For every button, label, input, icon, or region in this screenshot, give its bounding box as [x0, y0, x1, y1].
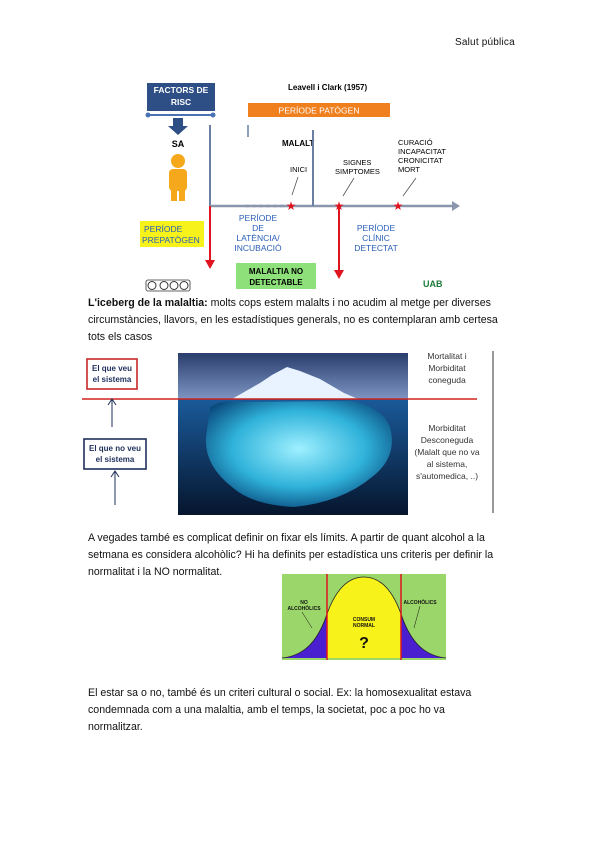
para3-line2: condemnada com a una malaltia, amb el te… — [88, 704, 445, 716]
no-alcoholics-1: NO — [300, 600, 308, 606]
not-detectable-box — [236, 263, 316, 289]
para1-line1: molts cops estem malalts i no acudim al … — [207, 297, 491, 309]
hidden-label-1: El que no veu — [89, 444, 141, 453]
outcome-1: CURACIÓ — [398, 138, 433, 147]
para2-line1: A vegades també es complicat definir on … — [88, 532, 485, 544]
iceberg-term: L'iceberg de la malaltia: — [88, 297, 208, 309]
iceberg-body — [205, 401, 392, 507]
iceberg-tip — [232, 367, 358, 399]
clinic-label-1: PERÍODE — [357, 223, 396, 233]
disease-history-diagram: FACTORS DE RISC SA Leavell i Clark (1957… — [140, 83, 460, 292]
outcome-3: CRONICITAT — [398, 156, 443, 165]
clinic-label-3: DETECTAT — [354, 243, 398, 253]
inici-label: INICI — [290, 165, 307, 174]
hidden-label-2: el sistema — [96, 455, 135, 464]
red-down-arrow-icon — [205, 260, 215, 269]
prepathogen-label-1: PERÍODE — [144, 224, 183, 234]
culture-paragraph: El estar sa o no, també és un criteri cu… — [88, 685, 528, 736]
star-icon: ★ — [286, 199, 297, 213]
up-arrow-icon — [107, 398, 117, 406]
down-arrow-icon — [168, 118, 188, 135]
hidden-box — [83, 438, 147, 470]
known-label-1: Mortalitat i — [427, 351, 466, 361]
clinic-label-2: CLÍNIC — [362, 233, 390, 243]
prepathogen-box — [140, 221, 204, 247]
star-icon: ★ — [393, 199, 404, 213]
para2-line2: setmana es considera alcohòlic? Hi ha de… — [88, 549, 494, 561]
signes-label-1: SIGNES — [343, 158, 371, 167]
latency-label-4: INCUBACIÓ — [234, 243, 282, 253]
latency-label-1: PERÍODE — [239, 213, 278, 223]
right-tail — [401, 614, 446, 658]
para3-line1: El estar sa o no, també és un criteri cu… — [88, 687, 472, 699]
not-detectable-label-2: DETECTABLE — [249, 278, 303, 287]
red-down-arrow-icon — [334, 270, 344, 279]
para3-line3: normalitzar. — [88, 721, 143, 733]
para2-line3: normalitat i la NO normalitat. — [88, 566, 223, 578]
up-arrow-icon — [110, 470, 120, 478]
outcome-2: INCAPACITAT — [398, 147, 446, 156]
unknown-label-3: (Malalt que no va — [414, 447, 479, 457]
not-detectable-label-1: MALALTIA NO — [249, 267, 303, 276]
known-label-2: Morbiditat — [428, 363, 466, 373]
pathogen-period-bar — [248, 103, 390, 117]
normal-area — [327, 577, 401, 658]
creative-commons-icon — [145, 279, 191, 292]
no-alcoholics-2: ALCOHÒLICS — [287, 604, 321, 612]
signes-label-2: SIMPTOMES — [335, 167, 380, 176]
question-mark: ? — [359, 635, 369, 652]
risk-factors-label-2: RISC — [171, 97, 191, 107]
malalt-label: MALALT — [282, 139, 314, 148]
page-header: Salut pública — [455, 37, 515, 48]
para1-line3: tots els casos — [88, 331, 153, 343]
iceberg-paragraph: L'iceberg de la malaltia: molts cops est… — [88, 295, 528, 346]
unknown-label-5: s'automedica, ..) — [416, 471, 478, 481]
latency-label-3: LATÈNCIA/ — [236, 233, 280, 243]
visible-label-2: el sistema — [93, 375, 132, 384]
visible-box — [86, 358, 138, 390]
left-tail — [282, 614, 327, 658]
bell-curve-figure: NO ALCOHÒLICS ALCOHÒLICS CONSUM NORMAL ? — [282, 574, 446, 660]
leavell-label: Leavell i Clark (1957) — [288, 83, 367, 92]
limits-paragraph: A vegades també es complicat definir on … — [88, 530, 528, 581]
visible-label-1: El que veu — [92, 364, 132, 373]
latency-label-2: DE — [252, 223, 264, 233]
normal-consumption-2: NORMAL — [353, 623, 375, 629]
prepathogen-label-2: PREPATÒGEN — [142, 235, 200, 245]
risk-factors-box — [147, 83, 215, 111]
pathogen-period-label: PERÍODE PATÒGEN — [279, 106, 360, 116]
outcome-4: MORT — [398, 165, 420, 174]
para1-line2: circumstàncies, llavors, en les estadíst… — [88, 314, 498, 326]
uab-logo: UAB — [423, 279, 443, 289]
alcoholics-label: ALCOHÒLICS — [403, 598, 437, 606]
person-icon — [169, 154, 187, 201]
unknown-label-1: Morbiditat — [428, 423, 466, 433]
unknown-label-2: Desconeguda — [421, 435, 474, 445]
risk-factors-label-1: FACTORS DE — [154, 85, 209, 95]
unknown-label-4: al sistema, — [427, 459, 468, 469]
iceberg-figure: El que veu el sistema El que no veu el s… — [82, 351, 494, 515]
known-label-3: coneguda — [428, 375, 466, 385]
sa-label: SA — [172, 139, 185, 149]
normal-consumption-1: CONSUM — [353, 617, 375, 623]
